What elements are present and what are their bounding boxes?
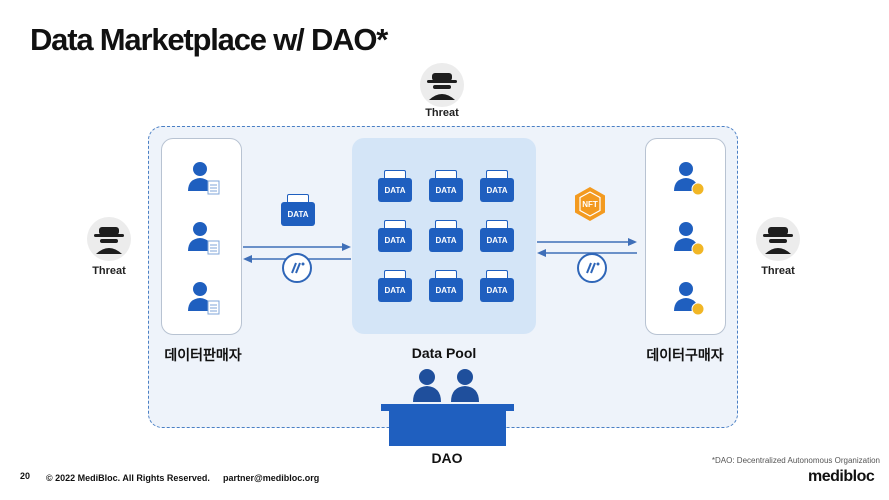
seller-box bbox=[161, 138, 242, 335]
medibloc-token-icon bbox=[577, 253, 607, 283]
buyer-box bbox=[645, 138, 726, 335]
seller-user-icon bbox=[188, 282, 220, 315]
seller-label: 데이터판매자 bbox=[164, 347, 242, 363]
data-folder-icon: DATA bbox=[480, 220, 514, 252]
page-number: 20 bbox=[20, 471, 31, 481]
hacker-icon bbox=[419, 62, 465, 108]
threat-label-left: Threat bbox=[92, 265, 126, 277]
buyer-user-icon bbox=[674, 162, 705, 196]
buyer-label: 데이터구매자 bbox=[646, 347, 724, 363]
buyer-user-icon bbox=[674, 282, 705, 316]
nft-hexagon-icon: NFT bbox=[572, 186, 608, 222]
pool-to-buyer-arrow bbox=[537, 233, 637, 246]
seller-to-pool-arrow bbox=[243, 238, 351, 251]
data-folder-icon: DATA bbox=[378, 220, 412, 252]
data-pool-label: Data Pool bbox=[411, 345, 477, 361]
data-folder-icon: DATA bbox=[480, 170, 514, 202]
contact-email[interactable]: partner@medibloc.org bbox=[223, 473, 320, 483]
slide-title: Data Marketplace w/ DAO* bbox=[30, 22, 388, 57]
medibloc-token-icon bbox=[282, 253, 312, 283]
data-folder-icon: DATA bbox=[480, 270, 514, 302]
hacker-icon bbox=[86, 216, 132, 262]
data-folder-icon: DATA bbox=[429, 170, 463, 202]
medibloc-logo: medibloc bbox=[808, 468, 875, 485]
dao-footnote: *DAO: Decentralized Autonomous Organizat… bbox=[711, 456, 880, 465]
dao-committee-icon bbox=[381, 368, 514, 446]
hacker-icon bbox=[755, 216, 801, 262]
threat-label-right: Threat bbox=[761, 265, 795, 277]
seller-user-icon bbox=[188, 162, 220, 195]
copyright-text: © 2022 MediBloc. All Rights Reserved. bbox=[46, 473, 210, 483]
data-folder-icon: DATA bbox=[429, 220, 463, 252]
buyer-to-pool-arrow bbox=[537, 244, 637, 257]
dao-label: DAO bbox=[431, 450, 463, 466]
data-folder-icon: DATA bbox=[378, 170, 412, 202]
buyer-user-icon bbox=[674, 222, 705, 256]
threat-label-top: Threat bbox=[425, 107, 459, 119]
data-folder-icon: DATA bbox=[281, 194, 315, 226]
data-folder-icon: DATA bbox=[378, 270, 412, 302]
data-folder-icon: DATA bbox=[429, 270, 463, 302]
seller-user-icon bbox=[188, 222, 220, 255]
